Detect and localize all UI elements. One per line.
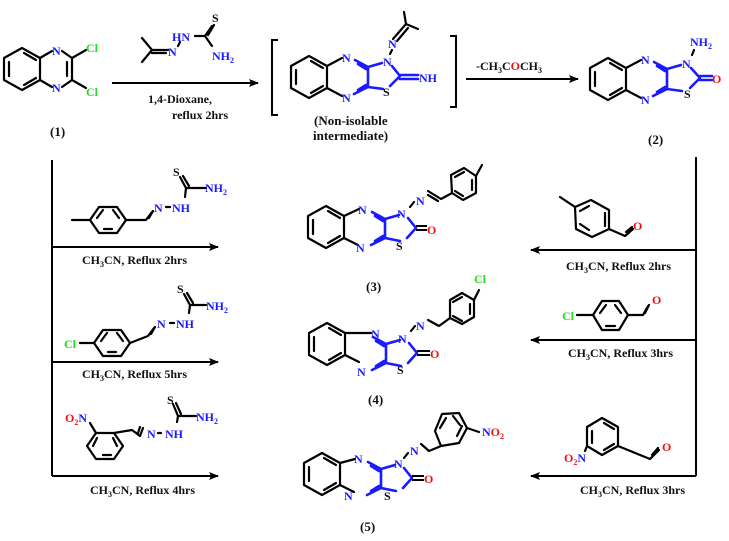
intermediate-structure: N N N N S NH xyxy=(289,10,438,105)
compound-5-structure: N N N N S O NO2 xyxy=(302,411,504,503)
atom-o: O xyxy=(430,347,439,361)
atom-n: N xyxy=(398,332,407,346)
atom-n: N xyxy=(52,44,61,58)
compound-1-structure: N N Cl Cl xyxy=(2,41,99,99)
atom-o: O xyxy=(662,440,671,454)
step1-condition-time: reflux 2hrs xyxy=(172,108,228,122)
atom-cl: Cl xyxy=(64,337,77,351)
left-reagent-2-structure: Cl N NH S NH2 xyxy=(64,282,228,358)
atom-s: S xyxy=(212,11,219,25)
atom-n: N xyxy=(356,241,365,255)
atom-cl: Cl xyxy=(562,309,575,323)
atom-nh: NH xyxy=(172,201,191,215)
atom-nh: NH xyxy=(165,427,184,441)
right-reagent-3-structure: O2N O xyxy=(564,416,671,467)
atom-o: O xyxy=(652,293,661,307)
atom-n: N xyxy=(416,319,425,333)
left-condition-1: CH3CN, Reflux 2hrs xyxy=(82,253,187,269)
atom-o: O xyxy=(427,223,436,237)
atom-n: N xyxy=(157,317,166,331)
atom-s: S xyxy=(177,282,184,296)
atom-nh2: NH2 xyxy=(206,299,228,315)
atom-o2n: O2N xyxy=(65,411,87,427)
compound-4-structure: N N N N S O Cl xyxy=(307,272,487,379)
left-condition-3: CH3CN, Reflux 4hrs xyxy=(90,483,195,499)
atom-no2: NO2 xyxy=(482,425,504,441)
compound-4-label: (4) xyxy=(368,392,383,407)
compound-2-structure: N N N S O NH2 xyxy=(588,35,721,107)
atom-s: S xyxy=(684,87,691,101)
atom-n: N xyxy=(52,81,61,95)
atom-cl: Cl xyxy=(86,41,99,55)
atom-n: N xyxy=(154,201,163,215)
atom-s: S xyxy=(383,85,390,99)
atom-cl: Cl xyxy=(86,85,99,99)
left-reagent-3-structure: O2N N NH S NH2 xyxy=(65,393,218,461)
atom-nh2: NH2 xyxy=(212,49,234,65)
atom-s: S xyxy=(397,363,404,377)
right-condition-2: CH3CN, Reflux 3hrs xyxy=(568,346,673,362)
atom-cl: Cl xyxy=(474,272,487,286)
intermediate-brackets xyxy=(271,35,457,116)
atom-hn: HN xyxy=(172,30,190,44)
atom-o2n: O2N xyxy=(564,451,586,467)
atom-nh: NH xyxy=(176,317,195,331)
atom-n: N xyxy=(394,457,403,471)
right-reagent-2-structure: Cl O xyxy=(562,293,661,332)
left-condition-2: CH3CN, Reflux 5hrs xyxy=(82,367,187,383)
atom-n: N xyxy=(383,55,392,69)
atom-n: N xyxy=(641,93,650,107)
atom-s: S xyxy=(396,239,403,253)
atom-s: S xyxy=(384,489,391,503)
atom-nh2: NH2 xyxy=(690,35,712,51)
atom-n: N xyxy=(168,45,177,59)
compound-1-label: (1) xyxy=(50,124,65,139)
atom-n: N xyxy=(416,194,425,208)
atom-n: N xyxy=(410,444,419,458)
atom-n: N xyxy=(641,53,650,67)
atom-nh: NH xyxy=(419,71,438,85)
atom-n: N xyxy=(358,203,367,217)
atom-n: N xyxy=(371,327,380,341)
atom-n: N xyxy=(357,365,366,379)
atom-s: S xyxy=(173,165,180,179)
reagent-acetone-thiosemicarbazone: N HN S NH2 xyxy=(140,11,234,65)
intermediate-label-line1: (Non-isolable xyxy=(314,113,388,128)
compound-5-label: (5) xyxy=(360,519,375,534)
compound-2-label: (2) xyxy=(648,132,663,147)
atom-o: O xyxy=(712,72,721,86)
intermediate-label-line2: intermediate) xyxy=(313,128,388,143)
atom-nh2: NH2 xyxy=(196,410,218,426)
atom-o: O xyxy=(424,472,433,486)
atom-o: O xyxy=(633,219,642,233)
atom-n: N xyxy=(682,57,691,71)
right-reagent-1-structure: O xyxy=(558,195,642,239)
left-reagent-1-structure: N NH S NH2 xyxy=(70,165,227,235)
compound-3-label: (3) xyxy=(366,279,381,294)
atom-n: N xyxy=(342,51,351,65)
atom-n: N xyxy=(342,91,351,105)
right-condition-3: CH3CN, Reflux 3hrs xyxy=(580,483,685,499)
compound-3-structure: N N N N S O xyxy=(306,163,484,255)
atom-n: N xyxy=(344,489,353,503)
atom-n: N xyxy=(147,427,156,441)
step2-condition: -CH3COCH3 xyxy=(476,59,542,75)
atom-n: N xyxy=(397,207,406,221)
step1-condition-solvent: 1,4-Dioxane, xyxy=(148,92,212,106)
atom-s: S xyxy=(167,393,174,407)
atom-nh2: NH2 xyxy=(205,181,227,197)
atom-n: N xyxy=(388,37,397,51)
atom-n: N xyxy=(354,452,363,466)
right-condition-1: CH3CN, Reflux 2hrs xyxy=(566,259,671,275)
